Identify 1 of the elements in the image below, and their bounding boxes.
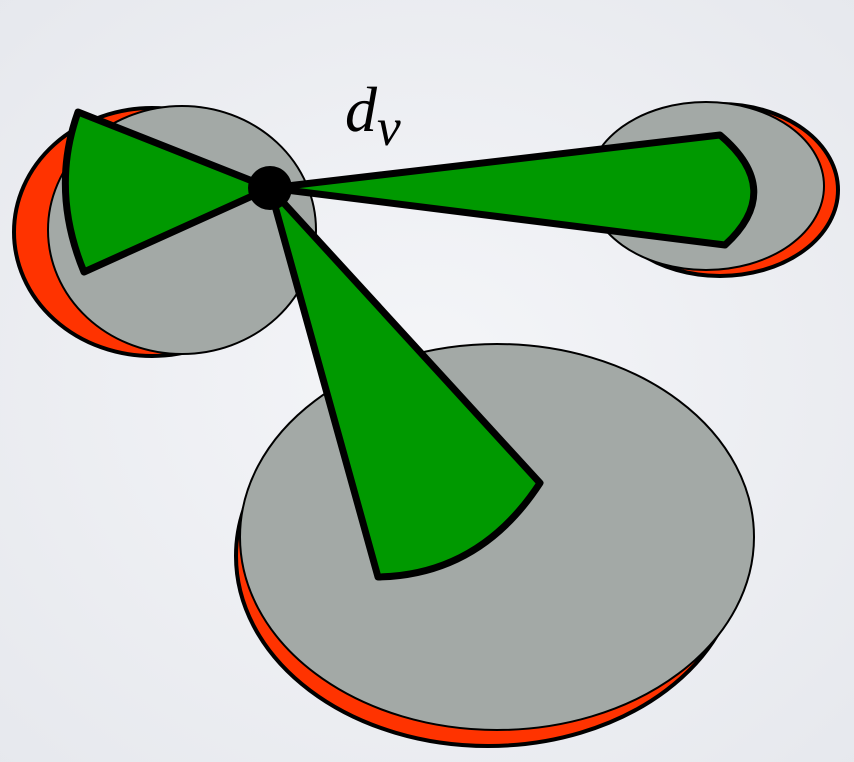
math-label: d$_{v}$ xyxy=(345,78,401,154)
